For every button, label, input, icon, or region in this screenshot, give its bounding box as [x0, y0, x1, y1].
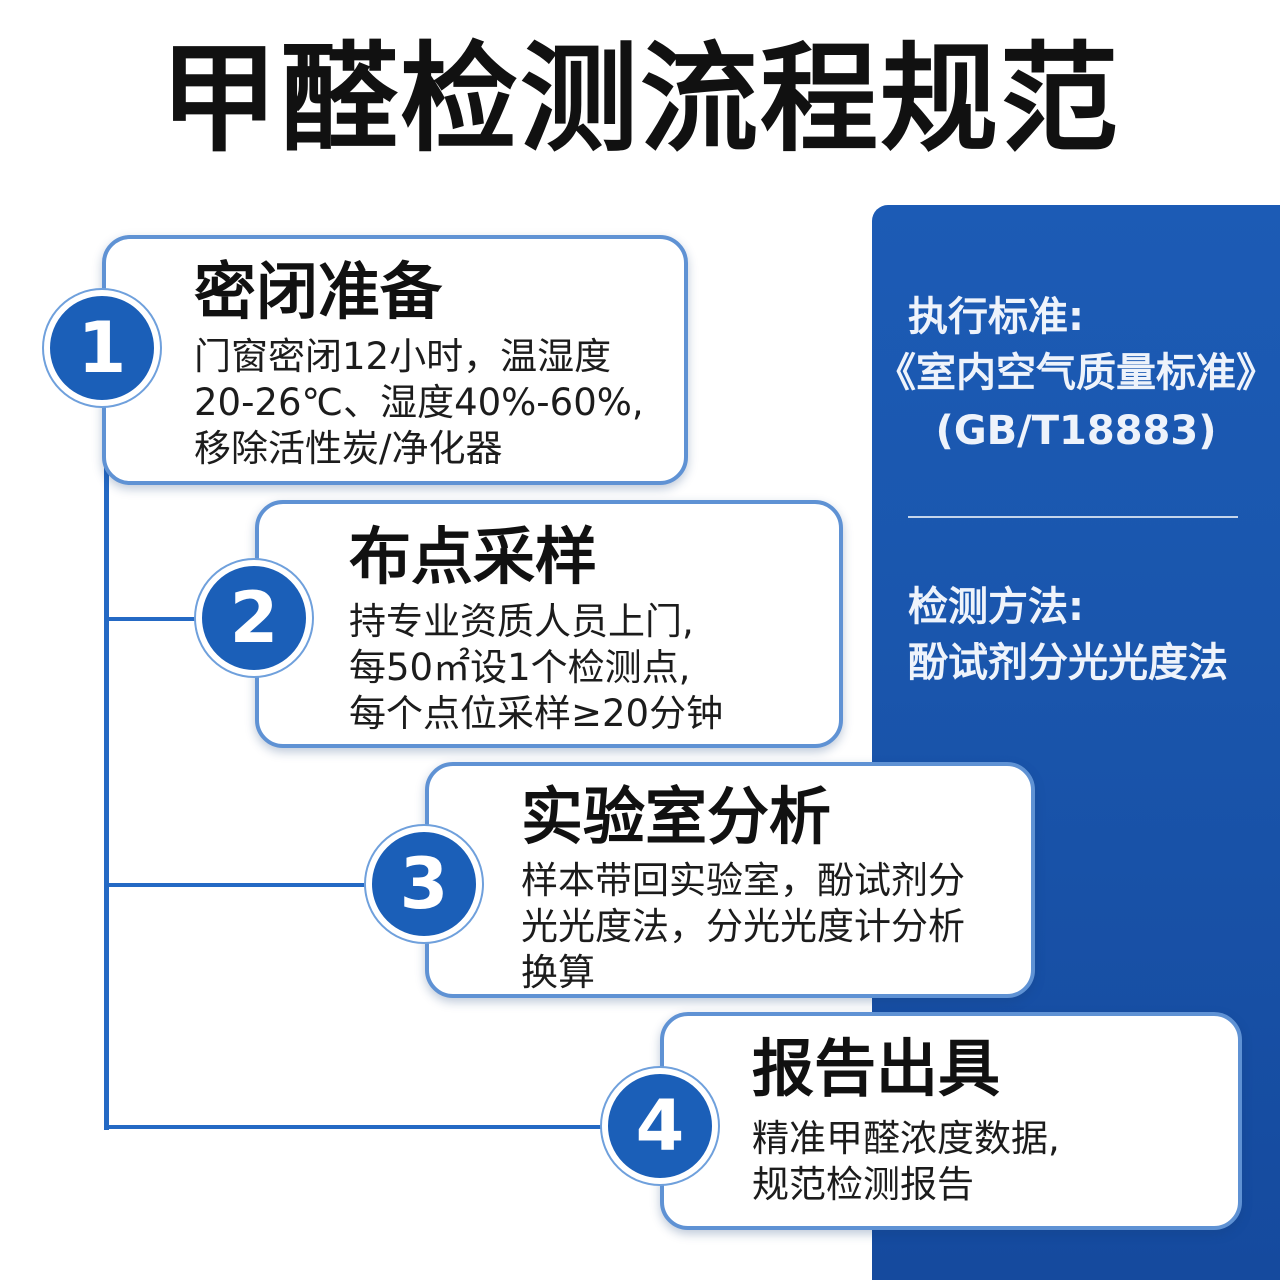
standard-name: 《室内空气质量标准》 [876, 350, 1276, 396]
step-number-badge-2: 2 [196, 560, 312, 676]
step-title: 实验室分析 [521, 780, 832, 853]
step-card-2: 布点采样 持专业资质人员上门, 每50㎡设1个检测点, 每个点位采样≥20分钟 [255, 500, 843, 748]
method-name: 酚试剂分光光度法 [908, 640, 1228, 686]
step-line: 持专业资质人员上门, [349, 600, 694, 643]
step-line: 精准甲醛浓度数据, [752, 1117, 1060, 1160]
standard-code: (GB/T18883) [935, 408, 1217, 454]
flow-connector-step-4 [104, 1125, 614, 1129]
step-line: 规范检测报告 [752, 1163, 974, 1206]
method-label: 检测方法: [908, 584, 1084, 630]
step-line: 移除活性炭/净化器 [194, 427, 503, 470]
step-line: 20-26℃、湿度40%-60%, [194, 381, 644, 424]
step-line: 换算 [521, 951, 595, 994]
step-title: 布点采样 [349, 520, 598, 593]
step-line: 样本带回实验室，酚试剂分 [521, 859, 965, 902]
step-line: 门窗密闭12小时，温湿度 [194, 335, 612, 378]
step-description: 持专业资质人员上门, 每50㎡设1个检测点, 每个点位采样≥20分钟 [349, 599, 723, 737]
step-card-1: 密闭准备 门窗密闭12小时，温湿度 20-26℃、湿度40%-60%, 移除活性… [102, 235, 688, 485]
step-title: 密闭准备 [194, 255, 443, 328]
flow-connector-step-3 [104, 883, 384, 887]
step-line: 每个点位采样≥20分钟 [349, 692, 724, 735]
flow-connector-vertical [104, 460, 109, 1130]
step-line: 每50㎡设1个检测点, [349, 646, 691, 689]
step-description: 精准甲醛浓度数据, 规范检测报告 [752, 1116, 1060, 1208]
step-description: 样本带回实验室，酚试剂分 光光度法，分光光度计分析 换算 [521, 858, 965, 996]
panel-divider [908, 516, 1238, 518]
step-card-3: 实验室分析 样本带回实验室，酚试剂分 光光度法，分光光度计分析 换算 [425, 762, 1035, 998]
page-title: 甲醛检测流程规范 [159, 30, 1120, 168]
step-line: 光光度法，分光光度计分析 [521, 905, 965, 948]
standard-label: 执行标准: [908, 294, 1084, 340]
step-description: 门窗密闭12小时，温湿度 20-26℃、湿度40%-60%, 移除活性炭/净化器 [194, 334, 644, 472]
step-number-badge-3: 3 [366, 826, 482, 942]
flow-connector-step-2 [104, 617, 214, 621]
step-number-badge-1: 1 [44, 290, 160, 406]
step-card-4: 报告出具 精准甲醛浓度数据, 规范检测报告 [660, 1012, 1242, 1230]
step-title: 报告出具 [752, 1032, 1001, 1105]
step-number-badge-4: 4 [602, 1068, 718, 1184]
